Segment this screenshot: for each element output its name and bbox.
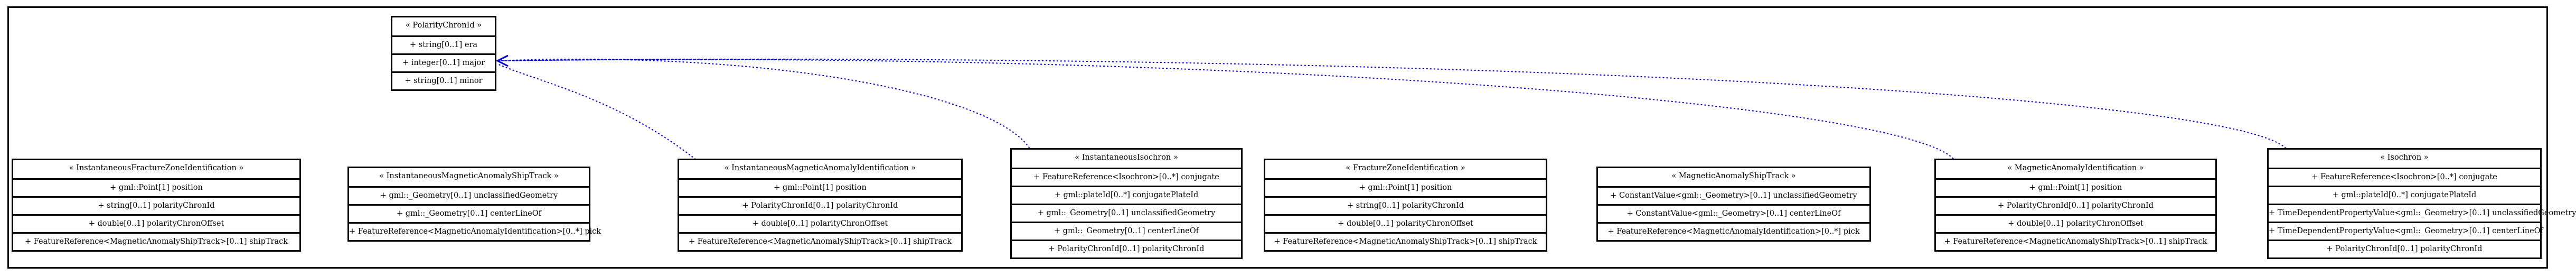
class-box-isochron: « Isochron » + FeatureReference<Isochron>…	[2267, 148, 2576, 259]
class-attribute: + TimeDependentPropertyValue<gml::_Geome…	[2269, 222, 2543, 240]
class-attribute: + gml::_Geometry[0..1] centerLineOf	[1012, 222, 1241, 240]
class-header: « MagneticAnomalyIdentification »	[2007, 164, 2144, 172]
class-attribute: + gml::Point[1] position	[13, 178, 299, 196]
class-box-instantaneous-isochron: « InstantaneousIsochron » + FeatureRefere…	[1010, 148, 1243, 259]
class-attribute: + gml::Point[1] position	[1265, 178, 1546, 196]
class-attribute: + string[0..1] polarityChronId	[1265, 196, 1546, 214]
class-attribute: + double[0..1] polarityChronOffset	[13, 214, 299, 232]
class-box-magnetic-anomaly-identification: « MagneticAnomalyIdentification »+ gml::…	[1934, 159, 2217, 252]
class-attribute: + gml::_Geometry[0..1] unclassifiedGeome…	[1012, 204, 1241, 222]
class-attribute: + string[0..1] era	[392, 35, 495, 53]
class-attribute: + FeatureReference<MagneticAnomalyIdenti…	[349, 222, 601, 240]
class-attribute: + string[0..1] polarityChronId	[13, 196, 299, 214]
dependency-edge	[497, 59, 1956, 162]
dependency-edge	[497, 63, 699, 162]
class-attribute: + FeatureReference<MagneticAnomalyIdenti…	[1598, 222, 1869, 240]
class-box-instantaneous-magnetic-anomaly-ship-track: « InstantaneousMagneticAnomalyShipTrack …	[347, 167, 601, 242]
class-attribute: + FeatureReference<Isochron>[0..*] conju…	[1012, 168, 1241, 186]
dependency-edge	[497, 58, 2289, 152]
class-box-instantaneous-fracture-zone-identification: « InstantaneousFractureZoneIdentificatio…	[12, 159, 301, 252]
class-attribute: + FeatureReference<MagneticAnomalyShipTr…	[1265, 232, 1546, 250]
class-box-fracture-zone-identification: « FractureZoneIdentification »+ gml::Poi…	[1264, 159, 1547, 252]
class-attribute: + PolarityChronId[0..1] polarityChronId	[1936, 196, 2215, 214]
class-attribute: + FeatureReference<MagneticAnomalyShipTr…	[679, 232, 961, 250]
class-attribute: + PolarityChronId[0..1] polarityChronId	[2269, 240, 2540, 257]
dependency-arrowhead	[495, 54, 509, 67]
class-attribute: + gml::plateId[0..*] conjugatePlateId	[1012, 186, 1241, 204]
class-attribute: + string[0..1] minor	[392, 71, 495, 89]
class-attribute: + PolarityChronId[0..1] polarityChronId	[679, 196, 961, 214]
class-attribute: + double[0..1] polarityChronOffset	[1936, 214, 2215, 232]
class-header: « PolarityChronId »	[405, 21, 482, 30]
class-attribute: + gml::Point[1] position	[679, 178, 961, 196]
class-attribute: + FeatureReference<MagneticAnomalyShipTr…	[1936, 232, 2215, 250]
class-attribute: + gml::_Geometry[0..1] unclassifiedGeome…	[349, 186, 589, 204]
class-header: « FractureZoneIdentification »	[1346, 164, 1465, 172]
class-attribute: + gml::plateId[0..*] conjugatePlateId	[2269, 186, 2540, 204]
class-attribute: + ConstantValue<gml::_Geometry>[0..1] ce…	[1598, 204, 1869, 222]
class-box-polarity-chron-id: « PolarityChronId » + string[0..1] era+ i…	[391, 16, 496, 91]
class-attribute: + double[0..1] polarityChronOffset	[679, 214, 961, 232]
class-header: « MagneticAnomalyShipTrack »	[1671, 172, 1796, 180]
class-attribute: + double[0..1] polarityChronOffset	[1265, 214, 1546, 232]
diagram-frame	[7, 6, 2548, 269]
class-header: « Isochron »	[2380, 153, 2429, 162]
class-attribute: + gml::Point[1] position	[1936, 178, 2215, 196]
class-header: « InstantaneousMagneticAnomalyIdentifica…	[724, 164, 916, 172]
class-attribute: + FeatureReference<Isochron>[0..*] conju…	[2269, 168, 2540, 186]
class-attribute: + PolarityChronId[0..1] polarityChronId	[1012, 240, 1241, 257]
class-attribute: + ConstantValue<gml::_Geometry>[0..1] un…	[1598, 186, 1869, 204]
class-attribute: + gml::_Geometry[0..1] centerLineOf	[349, 204, 589, 222]
class-box-instantaneous-magnetic-anomaly-identification: « InstantaneousMagneticAnomalyIdentifica…	[678, 159, 963, 252]
class-box-magnetic-anomaly-ship-track: « MagneticAnomalyShipTrack » + ConstantVa…	[1596, 167, 1871, 242]
dependency-edge	[497, 58, 1032, 152]
class-attribute: + TimeDependentPropertyValue<gml::_Geome…	[2269, 204, 2576, 222]
class-header: « InstantaneousIsochron »	[1075, 153, 1178, 162]
class-attribute: + FeatureReference<MagneticAnomalyShipTr…	[13, 232, 299, 250]
class-attribute: + integer[0..1] major	[392, 53, 495, 71]
class-header: « InstantaneousFractureZoneIdentificatio…	[69, 164, 244, 172]
class-header: « InstantaneousMagneticAnomalyShipTrack …	[379, 172, 559, 180]
